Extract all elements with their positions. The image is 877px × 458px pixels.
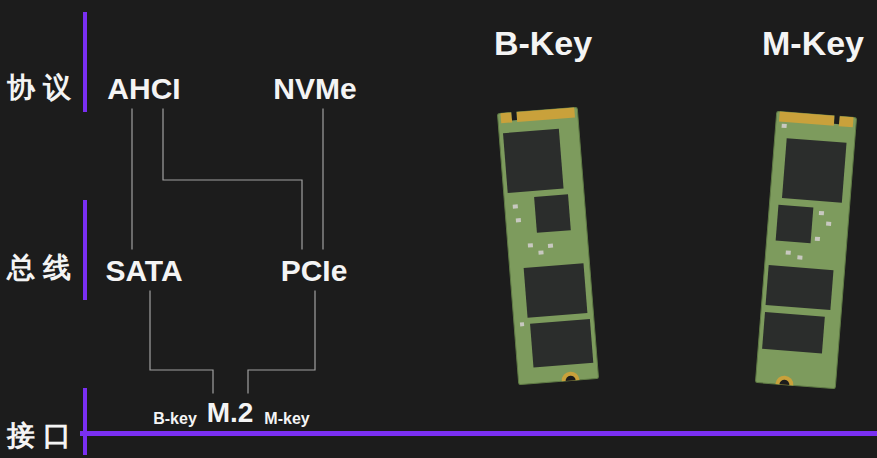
ssd-board [755,111,856,388]
bus-link [322,109,323,250]
chip [524,263,588,318]
screw-hole [561,371,580,381]
component [786,250,791,254]
ssd-m-key [755,110,856,388]
bus-label: PCIe [278,253,351,288]
bus-link [131,109,132,250]
component [815,237,820,241]
key-notch [834,115,840,124]
chip [776,205,814,244]
chip [782,138,847,203]
gold-contacts [839,116,854,127]
component [516,218,521,222]
row-heading: 接口 [7,421,80,452]
chip [503,129,564,193]
gold-contacts [500,112,512,123]
key-type-label: B-key [153,410,197,428]
chip [766,265,834,310]
component [528,243,533,247]
gold-contacts [779,112,835,126]
component [826,222,831,226]
interface-label: M.2 [204,397,257,430]
bus-link [163,109,302,250]
row-heading: 协议 [7,73,80,104]
protocol-label: NVMe [270,71,359,106]
ssd-board [497,107,598,384]
component [819,211,824,215]
component [548,244,553,248]
screw-hole [779,379,789,385]
ssd-b-key [497,106,598,384]
row-heading: 总线 [7,253,80,284]
node-text: SATA [105,254,182,287]
gold-contacts [516,108,575,123]
chip [530,319,593,368]
key-type-label: M-key [264,410,309,428]
chip [534,194,571,233]
interface-line [80,431,877,436]
key-notch [511,111,517,120]
bus-label: SATA [102,253,185,288]
bus-link [150,291,213,394]
row-bar [83,388,87,455]
node-text: PCIe [281,254,348,287]
protocol-label: AHCI [104,71,183,106]
component [520,322,524,326]
key-title: M-Key [762,25,864,62]
screw-hole [775,375,794,385]
key-title: B-Key [494,25,592,62]
row-bar [83,200,87,300]
component [782,124,787,128]
component [797,255,802,259]
node-text: NVMe [273,72,356,105]
node-text: M.2 [207,398,254,429]
bus-link [248,291,315,394]
screw-hole [565,375,575,381]
component [538,250,543,254]
chip [762,312,825,354]
row-bar [83,12,87,112]
node-text: AHCI [107,72,180,105]
component [513,204,518,208]
